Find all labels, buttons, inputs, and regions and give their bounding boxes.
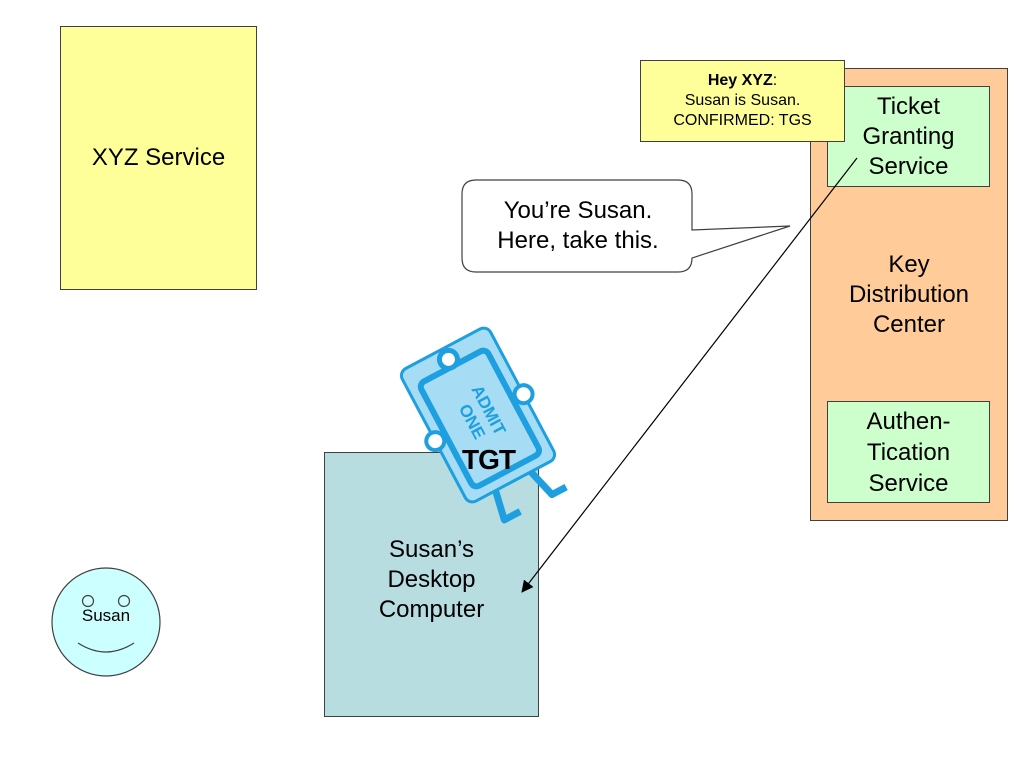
kdc-label: Key Distribution Center	[849, 250, 969, 340]
xyz-service-label: XYZ Service	[91, 144, 226, 171]
note-heading: Hey XYZ:	[707, 72, 778, 89]
desktop-label-line: Desktop	[387, 565, 476, 593]
speech-bubble-line: You’re Susan.	[503, 197, 653, 224]
speech-bubble-text: You’re Susan. Here, take this.	[462, 182, 694, 270]
kdc-label-line: Key	[888, 250, 930, 278]
tgs-label-line: Service	[868, 152, 949, 180]
tgs-label-line: Ticket	[876, 92, 941, 120]
ticket-stamp-text: ADMIT ONE	[450, 382, 512, 452]
desktop-label-line: Susan’s	[389, 535, 474, 563]
kdc-label-line: Distribution	[848, 280, 970, 308]
as-label: Authen- Tication Service	[866, 406, 950, 499]
tgs-label: Ticket Granting Service	[862, 92, 954, 182]
as-label-line: Service	[868, 469, 949, 497]
desktop-label: Susan’s Desktop Computer	[379, 535, 484, 625]
note-line: CONFIRMED: TGS	[673, 112, 812, 129]
authentication-service-box: Authen- Tication Service	[827, 401, 990, 503]
susan-name-label: Susan	[81, 606, 131, 625]
tgt-contents-note: Hey XYZ: Susan is Susan. CONFIRMED: TGS	[640, 60, 845, 142]
note-line: Susan is Susan.	[684, 92, 801, 109]
as-label-line: Authen-	[866, 407, 951, 435]
tgs-label-line: Granting	[862, 122, 955, 150]
kdc-label-line: Center	[872, 310, 946, 338]
desktop-computer-box: Susan’s Desktop Computer	[324, 452, 539, 717]
as-label-line: Tication	[866, 438, 951, 466]
tgt-label: TGT	[462, 444, 516, 475]
ticket-granting-service-box: Ticket Granting Service	[827, 86, 990, 187]
speech-bubble-line: Here, take this.	[497, 227, 659, 254]
desktop-label-line: Computer	[378, 595, 485, 623]
xyz-service-box: XYZ Service	[60, 26, 257, 290]
